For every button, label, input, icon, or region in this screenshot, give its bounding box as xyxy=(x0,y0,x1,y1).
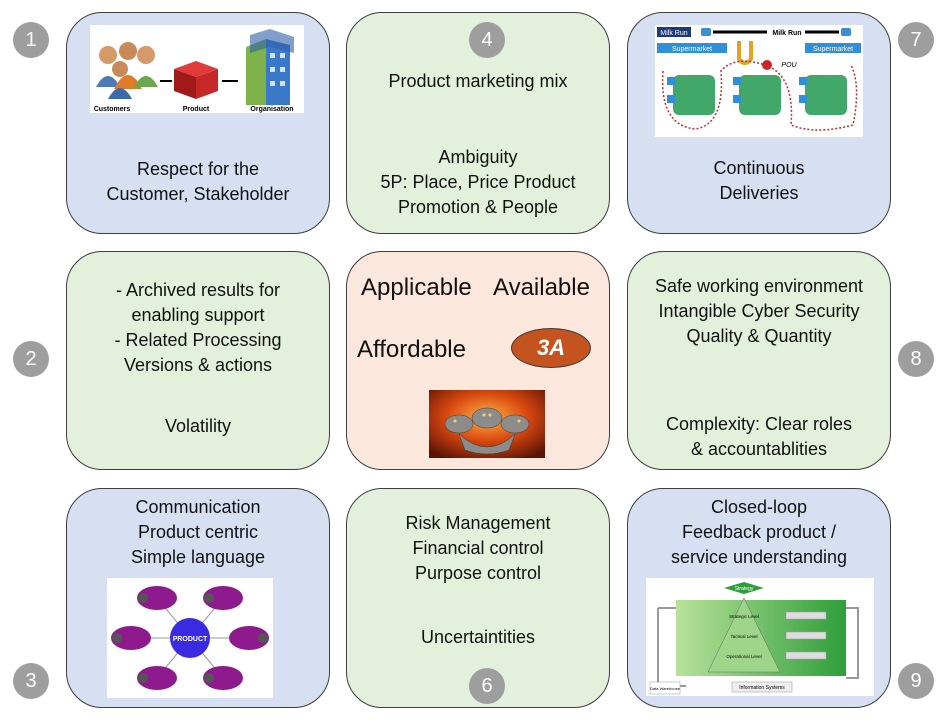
text-line: Volatility xyxy=(164,416,232,436)
card-complexity-footer: Complexity: Clear roles & accountablitie… xyxy=(628,412,890,462)
card-uncertainty-footer: Uncertaintities xyxy=(347,625,609,650)
text-line: Feedback product / xyxy=(681,522,837,542)
svg-text:Milk Run: Milk Run xyxy=(772,30,801,37)
svg-text:Operational Level: Operational Level xyxy=(726,654,761,659)
text-line: Communication xyxy=(135,497,261,517)
text-line: Safe working environment xyxy=(654,276,864,296)
customers-icon xyxy=(96,42,158,99)
card-communication-text: Communication Product centric Simple lan… xyxy=(67,495,329,570)
card-marketing-mix-title: Product marketing mix xyxy=(347,69,609,94)
product-centric-diagram: PRODUCT xyxy=(107,578,273,698)
cerberus-image xyxy=(429,390,545,458)
svg-text:Customers: Customers xyxy=(94,106,131,113)
text-line: service understanding xyxy=(670,547,848,567)
text-line: Intangible Cyber Security xyxy=(658,301,860,321)
svg-text:Information Systems: Information Systems xyxy=(739,685,785,691)
card-volatility-footer: Volatility xyxy=(67,414,329,439)
card-marketing-mix-text: Ambiguity 5P: Place, Price Product Promo… xyxy=(347,145,609,220)
affordable-label: Affordable xyxy=(357,336,466,363)
card-communication: Communication Product centric Simple lan… xyxy=(66,488,330,708)
text-line: Financial control xyxy=(412,538,544,558)
text-line: Purpose control xyxy=(414,563,542,583)
milk-run-diagram: Milk Run Milk Run Supermarket Supermarke… xyxy=(655,25,863,137)
3a-badge: 3A xyxy=(511,328,591,368)
svg-text:Data Warehouse: Data Warehouse xyxy=(650,686,681,691)
customer-product-org-image: Customers Product Organisation xyxy=(90,25,304,113)
text-line: & accountablities xyxy=(690,439,828,459)
number-badge-8: 8 xyxy=(898,341,934,377)
card-customer-text: Respect for the Customer, Stakeholder xyxy=(67,157,329,207)
available-label: Available xyxy=(493,274,590,301)
number-badge-6: 6 xyxy=(469,668,505,704)
text-line: Complexity: Clear roles xyxy=(665,414,853,434)
card-3a-center: Applicable Available Affordable 3A xyxy=(346,251,610,470)
svg-text:Organisation: Organisation xyxy=(250,106,293,113)
text-line: 5P: Place, Price Product xyxy=(380,172,576,192)
number-badge-3: 3 xyxy=(13,663,49,699)
text-line: Product centric xyxy=(137,522,259,542)
text-line: Uncertaintities xyxy=(420,627,536,647)
number-badge-9: 9 xyxy=(898,663,934,699)
text-line: Deliveries xyxy=(719,183,799,203)
svg-text:PRODUCT: PRODUCT xyxy=(173,636,208,643)
card-volatility: - Archived results for enabling support … xyxy=(66,251,330,470)
text-line: Simple language xyxy=(130,547,266,567)
card-complexity-text: Safe working environment Intangible Cybe… xyxy=(628,274,890,349)
card-volatility-text: - Archived results for enabling support … xyxy=(67,278,329,378)
text-line: enabling support xyxy=(131,305,265,325)
card-closed-loop: Closed-loop Feedback product / service u… xyxy=(627,488,891,708)
text-line: Risk Management xyxy=(405,513,551,533)
product-cube xyxy=(174,61,218,99)
svg-text:Milk Run: Milk Run xyxy=(660,30,687,37)
text-line: - Archived results for xyxy=(115,280,281,300)
text-line: - Related Processing xyxy=(114,330,282,350)
text-line: Closed-loop xyxy=(710,497,808,517)
text-line: Product marketing mix xyxy=(388,71,568,91)
text-line: Respect for the xyxy=(136,159,260,179)
svg-text:POU: POU xyxy=(781,62,797,69)
svg-text:Supermarket: Supermarket xyxy=(672,46,712,53)
applicable-label: Applicable xyxy=(361,274,472,301)
text-line: Ambiguity xyxy=(438,147,518,167)
card-closed-loop-text: Closed-loop Feedback product / service u… xyxy=(628,495,890,570)
card-deliveries-text: Continuous Deliveries xyxy=(628,156,890,206)
card-uncertainty-text: Risk Management Financial control Purpos… xyxy=(347,511,609,586)
feedback-loop-diagram: Strategy Strategic Level Tactical Level … xyxy=(646,578,874,696)
number-badge-2: 2 xyxy=(13,341,49,377)
text-line: Continuous xyxy=(713,158,805,178)
card-deliveries: Milk Run Milk Run Supermarket Supermarke… xyxy=(627,12,891,234)
organisation-building xyxy=(246,29,294,105)
text-line: Quality & Quantity xyxy=(686,326,832,346)
svg-text:Strategy: Strategy xyxy=(735,586,754,592)
text-line: Customer, Stakeholder xyxy=(106,184,290,204)
svg-text:Strategic Level: Strategic Level xyxy=(729,614,759,619)
number-badge-4: 4 xyxy=(469,22,505,58)
number-badge-1: 1 xyxy=(13,22,49,58)
text-line: Versions & actions xyxy=(123,355,273,375)
card-complexity: Safe working environment Intangible Cybe… xyxy=(627,251,891,470)
svg-text:Product: Product xyxy=(183,106,210,113)
card-customer: Customers Product Organisation Respect f… xyxy=(66,12,330,234)
text-line: Promotion & People xyxy=(397,197,559,217)
svg-text:Supermarket: Supermarket xyxy=(813,46,853,53)
number-badge-7: 7 xyxy=(898,22,934,58)
svg-text:Tactical Level: Tactical Level xyxy=(730,634,757,639)
